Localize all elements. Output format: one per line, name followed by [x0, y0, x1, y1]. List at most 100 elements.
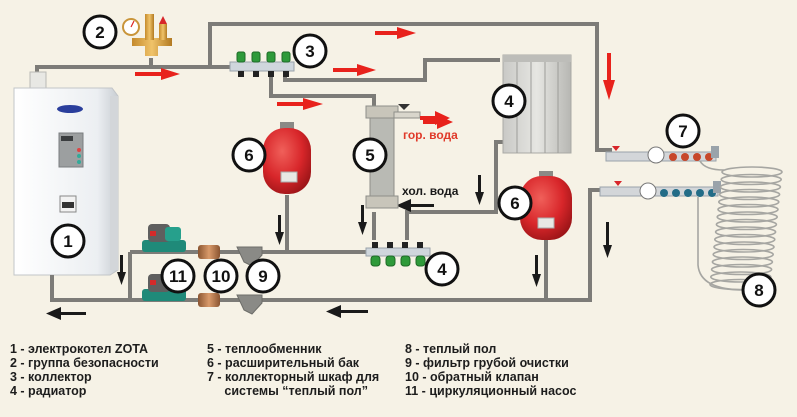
expansion-tank-icon: [520, 171, 572, 240]
coil-loop: [709, 271, 772, 283]
badge-circle: [231, 137, 267, 173]
badge-6: 6: [231, 137, 267, 173]
coil-loop: [718, 188, 781, 201]
badge-number: 11: [169, 267, 187, 286]
supply-arrow-icon: [603, 53, 615, 100]
coil-loop: [712, 248, 775, 261]
return-arrow-icon: [326, 305, 368, 318]
heat-exchanger-icon: [365, 104, 421, 209]
floor-manifold-icon: [599, 146, 721, 200]
badge-4: 4: [491, 83, 527, 119]
badge-number: 9: [258, 267, 267, 286]
return-arrow-icon: [532, 255, 541, 287]
legend-item: 4 - радиатор: [10, 384, 87, 398]
legend-item: 11 - циркуляционный насос: [405, 384, 577, 398]
component-badges: 1 2 3 4 4 5 6 6 7 8 9 10 11: [50, 14, 777, 308]
coil-loop: [713, 233, 776, 246]
legend-item: 10 - обратный клапан: [405, 370, 539, 384]
supply-arrow-icon: [135, 68, 180, 80]
badge-circle: [424, 251, 460, 287]
badge-10: 10: [203, 258, 239, 294]
return-arrows: [46, 175, 612, 320]
pressure-gauge-icon: [639, 182, 657, 200]
badge-circle: [352, 137, 388, 173]
safety-group-icon: [122, 14, 172, 56]
floor-coil-icon: [697, 160, 783, 291]
return-manifold-icon: [365, 242, 431, 267]
badge-circle: [160, 258, 196, 294]
return-arrow-icon: [46, 307, 86, 320]
badge-9: 9: [245, 258, 281, 294]
badge-number: 7: [678, 122, 687, 141]
coil-loop: [720, 173, 783, 186]
hot-water-arrow-icon: [420, 111, 450, 125]
badge-8: 8: [741, 272, 777, 308]
strainer-icon: [236, 294, 263, 315]
badge-number: 8: [754, 281, 763, 300]
circulation-pump-icon: [142, 224, 186, 252]
badge-circle: [292, 33, 328, 69]
cold-water-label: хол. вода: [402, 184, 459, 198]
coil-loop: [714, 226, 777, 238]
badge-circle: [82, 14, 118, 50]
legend-column-3: 8 - теплый пол 9 - фильтр грубой очистки…: [405, 342, 576, 398]
badge-3: 3: [292, 33, 328, 69]
return-arrow-icon: [358, 205, 367, 235]
pipe-top-supply-main: [208, 22, 612, 152]
coil-loop: [717, 203, 779, 216]
supply-arrow-icon: [277, 98, 323, 110]
check-valve-icon: [198, 293, 220, 307]
badge-circle: [741, 272, 777, 308]
legend-item: системы “теплый пол”: [207, 384, 368, 398]
return-arrow-icon: [117, 255, 126, 285]
badge-circle: [203, 258, 239, 294]
badge-circle: [245, 258, 281, 294]
badge-7: 7: [665, 113, 701, 149]
legend-item: 3 - коллектор: [10, 370, 92, 384]
pipe-pump-bypass: [128, 188, 612, 302]
pressure-gauge-icon: [647, 146, 665, 164]
legend-item: 6 - расширительный бак: [207, 356, 360, 370]
coil-loop: [717, 196, 780, 208]
check-valve-icon: [198, 245, 220, 259]
badge-number: 1: [63, 232, 72, 251]
badge-number: 5: [365, 146, 374, 165]
return-arrow-icon: [475, 175, 484, 205]
badge-5: 5: [352, 137, 388, 173]
legend-item: 7 - коллекторный шкаф для: [207, 370, 380, 384]
hot-water-label: гор. вода: [403, 128, 458, 142]
coil-loop: [710, 263, 773, 276]
pipe-radiator-return: [405, 140, 510, 240]
legend-item: 2 - группа безопасности: [10, 356, 159, 370]
badge-circle: [50, 223, 86, 259]
radiator-icon: [502, 54, 572, 154]
legend-item: 8 - теплый пол: [405, 342, 497, 356]
badge-number: 2: [95, 23, 104, 42]
badge-circle: [665, 113, 701, 149]
badge-circle: [491, 83, 527, 119]
legend-item: 1 - электрокотел ZOTA: [10, 342, 149, 356]
legend-column-1: 1 - электрокотел ZOTA 2 - группа безопас…: [10, 342, 159, 398]
return-arrow-icon: [396, 199, 434, 212]
badge-number: 4: [504, 92, 514, 111]
badge-circle: [497, 185, 533, 221]
badge-number: 6: [244, 146, 253, 165]
return-arrow-icon: [275, 215, 284, 245]
coil-loop: [711, 256, 774, 268]
badge-number: 4: [437, 260, 447, 279]
coil-feed-pipe: [699, 160, 725, 171]
supply-arrow-icon: [333, 64, 376, 76]
badge-11: 11: [160, 258, 196, 294]
pipe-bottom-return: [50, 282, 130, 302]
legend-item: 9 - фильтр грубой очистки: [405, 356, 569, 370]
pipe-radiator-supply: [283, 58, 500, 82]
coil-loop: [715, 218, 778, 231]
badge-1: 1: [50, 223, 86, 259]
pipe-exchanger-supply: [269, 75, 376, 110]
brand-logo-icon: [57, 105, 83, 113]
coil-return-pipe: [697, 197, 746, 291]
badge-6: 6: [497, 185, 533, 221]
coil-loop: [713, 241, 775, 253]
badge-number: 3: [305, 42, 314, 61]
